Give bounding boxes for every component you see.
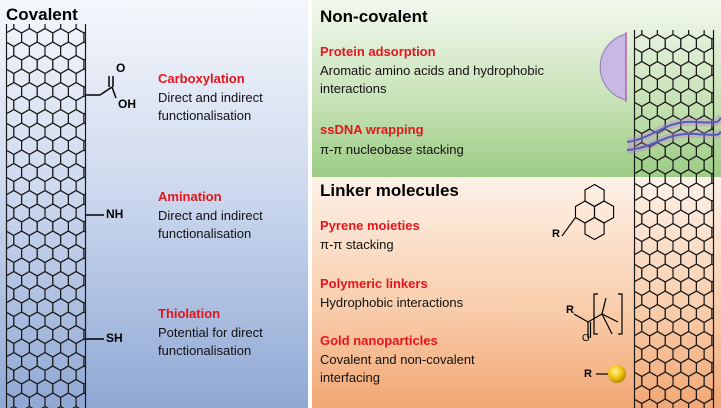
- polymeric-desc: Hydrophobic interactions: [320, 295, 464, 310]
- thiolation-desc-line1: Potential for direct: [158, 325, 263, 340]
- carboxylation-desc-line2: functionalisation: [158, 108, 252, 123]
- carboxylation-desc-line1: Direct and indirect: [158, 90, 263, 105]
- noncovalent-header: Non-covalent: [320, 7, 428, 26]
- pyrene-r-label: R: [552, 228, 560, 240]
- amination-title: Amination: [158, 189, 222, 204]
- gold-nanoparticle: [596, 365, 626, 383]
- gold-np-desc-line1: Covalent and non-covalent: [320, 352, 475, 367]
- carbon-nanotube-right: [633, 30, 715, 408]
- thiol-label: SH: [106, 331, 123, 345]
- carboxyl-group-bonds: [86, 76, 117, 99]
- panel-divider: [308, 0, 312, 408]
- gold-np-desc-line2: interfacing: [320, 370, 380, 385]
- hydroxyl-label: OH: [118, 97, 136, 111]
- amination-desc-line1: Direct and indirect: [158, 208, 263, 223]
- thiolation-desc-line2: functionalisation: [158, 343, 252, 358]
- polymer-oxygen-label: O: [582, 333, 590, 344]
- gold-np-title: Gold nanoparticles: [320, 333, 438, 348]
- carbon-nanotube-left: [5, 24, 87, 408]
- protein-adsorption-title: Protein adsorption: [320, 44, 436, 59]
- amine-label: NH: [106, 207, 124, 221]
- protein-adsorption-desc-line1: Aromatic amino acids and hydrophobic: [320, 63, 545, 78]
- polymer-r-label: R: [566, 304, 574, 316]
- gold-r-label: R: [584, 368, 592, 380]
- thiolation-title: Thiolation: [158, 306, 221, 321]
- oxygen-label: O: [116, 61, 126, 75]
- protein-adsorption-desc-line2: interactions: [320, 81, 387, 96]
- ssdna-wrapping-desc: π-π nucleobase stacking: [320, 142, 464, 157]
- covalent-header: Covalent: [6, 5, 78, 24]
- protein-half-disc: [599, 32, 627, 102]
- amination-desc-line2: functionalisation: [158, 226, 252, 241]
- pyrene-desc: π-π stacking: [320, 237, 394, 252]
- polymer-structure: [573, 293, 623, 338]
- linker-header: Linker molecules: [320, 181, 459, 200]
- thiol-bond: [86, 338, 104, 340]
- noncovalent-panel: [312, 0, 721, 177]
- ssdna-wrapping-title: ssDNA wrapping: [320, 122, 424, 137]
- polymeric-title: Polymeric linkers: [320, 276, 428, 291]
- amine-bond: [86, 214, 104, 216]
- pyrene-title: Pyrene moieties: [320, 218, 420, 233]
- pyrene-structure: [561, 183, 615, 241]
- carboxylation-title: Carboxylation: [158, 71, 245, 86]
- ssdna-strands: [626, 114, 721, 154]
